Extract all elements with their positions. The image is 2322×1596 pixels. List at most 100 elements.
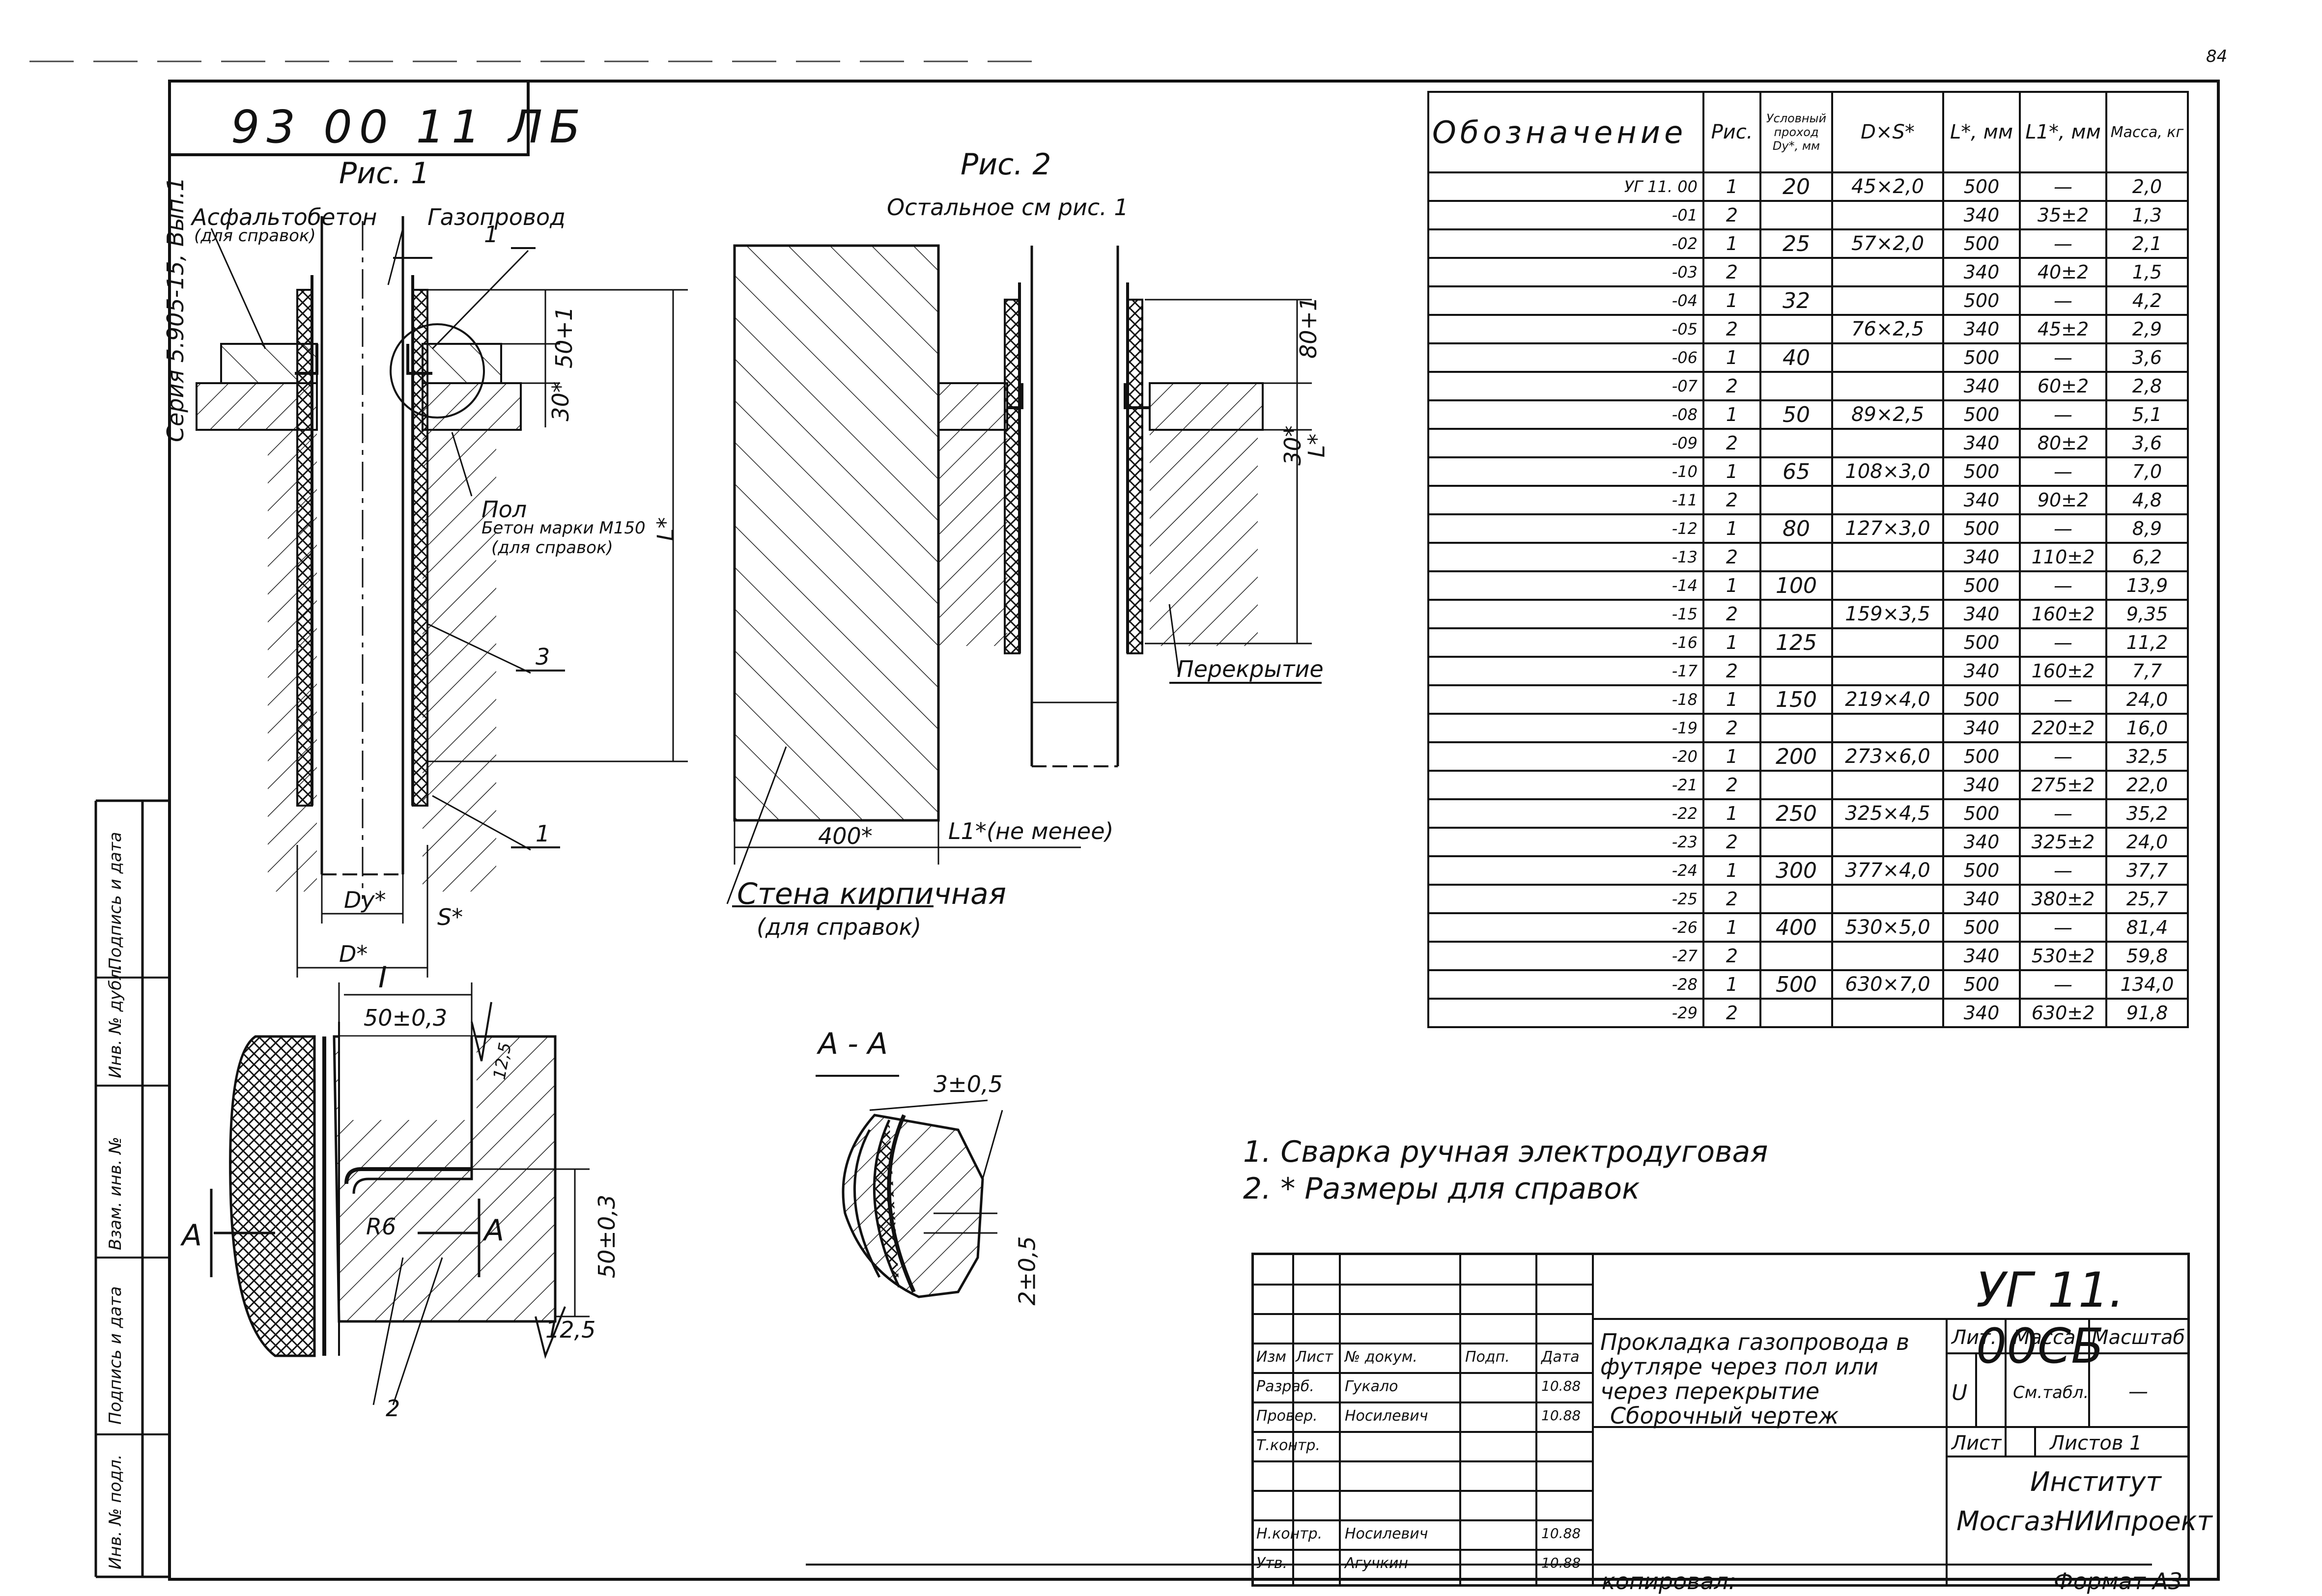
note-2: 2. * Размеры для справок bbox=[1243, 1172, 1640, 1206]
table-cell-m: 11,2 bbox=[2105, 627, 2189, 658]
table-cell-fig: 2 bbox=[1702, 884, 1761, 914]
table-cell-l1: 35±2 bbox=[2019, 200, 2107, 230]
table-cell-l: 340 bbox=[1942, 599, 2021, 629]
header-l: L*, мм bbox=[1942, 91, 2021, 173]
table-cell-l: 500 bbox=[1942, 456, 2021, 487]
table-cell-ds bbox=[1831, 200, 1944, 230]
table-header-row: Обозначение Рис. Условный проход Dy*, мм… bbox=[1427, 91, 2189, 173]
table-cell-des: -29 bbox=[1427, 998, 1704, 1028]
table-cell-des: -06 bbox=[1427, 342, 1704, 373]
table-cell-dy: 20 bbox=[1759, 171, 1833, 202]
fig2-subtitle: Остальное см рис. 1 bbox=[887, 194, 1129, 221]
table-cell-ds bbox=[1831, 941, 1944, 971]
table-cell-fig: 1 bbox=[1702, 285, 1761, 316]
table-cell-l1: — bbox=[2019, 513, 2107, 544]
table-cell-dy: 250 bbox=[1759, 798, 1833, 829]
fig2-dim-400: 400* bbox=[818, 823, 873, 849]
hdr-izm: Изм bbox=[1256, 1348, 1287, 1366]
table-cell-l: 500 bbox=[1942, 570, 2021, 601]
table-cell-l1: 110±2 bbox=[2019, 542, 2107, 572]
table-cell-fig: 2 bbox=[1702, 371, 1761, 401]
table-cell-m: 59,8 bbox=[2105, 941, 2189, 971]
table-cell-ds: 159×3,5 bbox=[1831, 599, 1944, 629]
table-cell-fig: 1 bbox=[1702, 513, 1761, 544]
org-line1: Институт bbox=[2030, 1466, 2161, 1497]
table-cell-des: -24 bbox=[1427, 855, 1704, 886]
concrete-note: (для справок) bbox=[491, 538, 613, 558]
table-cell-l1: 160±2 bbox=[2019, 599, 2107, 629]
table-cell-ds bbox=[1831, 656, 1944, 686]
table-cell-l: 500 bbox=[1942, 399, 2021, 430]
table-cell-dy: 125 bbox=[1759, 627, 1833, 658]
table-cell-dy bbox=[1759, 428, 1833, 458]
table-cell-ds bbox=[1831, 627, 1944, 658]
table-cell-l: 340 bbox=[1942, 542, 2021, 572]
specification-table: Обозначение Рис. Условный проход Dy*, мм… bbox=[1427, 91, 2189, 1028]
table-cell-ds: 273×6,0 bbox=[1831, 741, 1944, 772]
table-cell-ds: 45×2,0 bbox=[1831, 171, 1944, 202]
table-cell-l1: 275±2 bbox=[2019, 770, 2107, 800]
copied-label: копировал: bbox=[1602, 1568, 1736, 1595]
table-cell-m: 4,8 bbox=[2105, 485, 2189, 515]
table-cell-l: 340 bbox=[1942, 827, 2021, 857]
sheet-frame bbox=[168, 80, 2220, 1581]
table-cell-l: 340 bbox=[1942, 713, 2021, 743]
table-cell-l1: 45±2 bbox=[2019, 314, 2107, 344]
table-cell-des: УГ 11. 00 bbox=[1427, 171, 1704, 202]
lit-value: U bbox=[1952, 1380, 1968, 1405]
table-cell-m: 7,7 bbox=[2105, 656, 2189, 686]
table-cell-dy bbox=[1759, 713, 1833, 743]
table-cell-l1: 530±2 bbox=[2019, 941, 2107, 971]
razrab-name: Гукало bbox=[1345, 1378, 1398, 1395]
nkontr-date: 10.88 bbox=[1541, 1525, 1581, 1541]
fig1-dim-S: S* bbox=[437, 904, 463, 930]
table-cell-dy bbox=[1759, 656, 1833, 686]
nkontr-name: Носилевич bbox=[1345, 1525, 1428, 1542]
table-cell-dy: 50 bbox=[1759, 399, 1833, 430]
table-cell-des: -22 bbox=[1427, 798, 1704, 829]
detail-I-dim-50: 50±0,3 bbox=[364, 1005, 448, 1031]
table-cell-des: -03 bbox=[1427, 257, 1704, 287]
header-dy: Условный проход Dy*, мм bbox=[1759, 91, 1833, 173]
table-cell-dy: 65 bbox=[1759, 456, 1833, 487]
detail-I-geometry bbox=[210, 982, 590, 1405]
asphalt-note: (для справок) bbox=[194, 226, 316, 246]
table-cell-l: 500 bbox=[1942, 513, 2021, 544]
table-cell-m: 37,7 bbox=[2105, 855, 2189, 886]
table-cell-des: -17 bbox=[1427, 656, 1704, 686]
table-cell-fig: 2 bbox=[1702, 257, 1761, 287]
side-inv-podl: Инв. № подл. bbox=[106, 1454, 125, 1569]
table-cell-dy bbox=[1759, 599, 1833, 629]
table-cell-m: 1,5 bbox=[2105, 257, 2189, 287]
table-cell-l: 340 bbox=[1942, 884, 2021, 914]
table-cell-dy bbox=[1759, 371, 1833, 401]
table-cell-dy: 32 bbox=[1759, 285, 1833, 316]
table-cell-ds: 630×7,0 bbox=[1831, 969, 1944, 1000]
table-cell-l: 500 bbox=[1942, 342, 2021, 373]
table-cell-fig: 1 bbox=[1702, 627, 1761, 658]
side-inv-dubl: Инв. № дубл. bbox=[106, 964, 125, 1078]
fig1-dim-Dy: Dy* bbox=[344, 887, 386, 913]
table-cell-dy: 500 bbox=[1759, 969, 1833, 1000]
table-cell-l1: — bbox=[2019, 627, 2107, 658]
table-cell-m: 9,35 bbox=[2105, 599, 2189, 629]
table-cell-fig: 2 bbox=[1702, 428, 1761, 458]
table-cell-ds: 76×2,5 bbox=[1831, 314, 1944, 344]
table-cell-dy bbox=[1759, 200, 1833, 230]
table-cell-ds: 377×4,0 bbox=[1831, 855, 1944, 886]
section-AA-dim-weld: 2±0,5 bbox=[1014, 1236, 1041, 1306]
table-cell-m: 2,8 bbox=[2105, 371, 2189, 401]
table-cell-l: 340 bbox=[1942, 998, 2021, 1028]
table-cell-des: -10 bbox=[1427, 456, 1704, 487]
table-cell-fig: 1 bbox=[1702, 171, 1761, 202]
table-cell-fig: 2 bbox=[1702, 200, 1761, 230]
